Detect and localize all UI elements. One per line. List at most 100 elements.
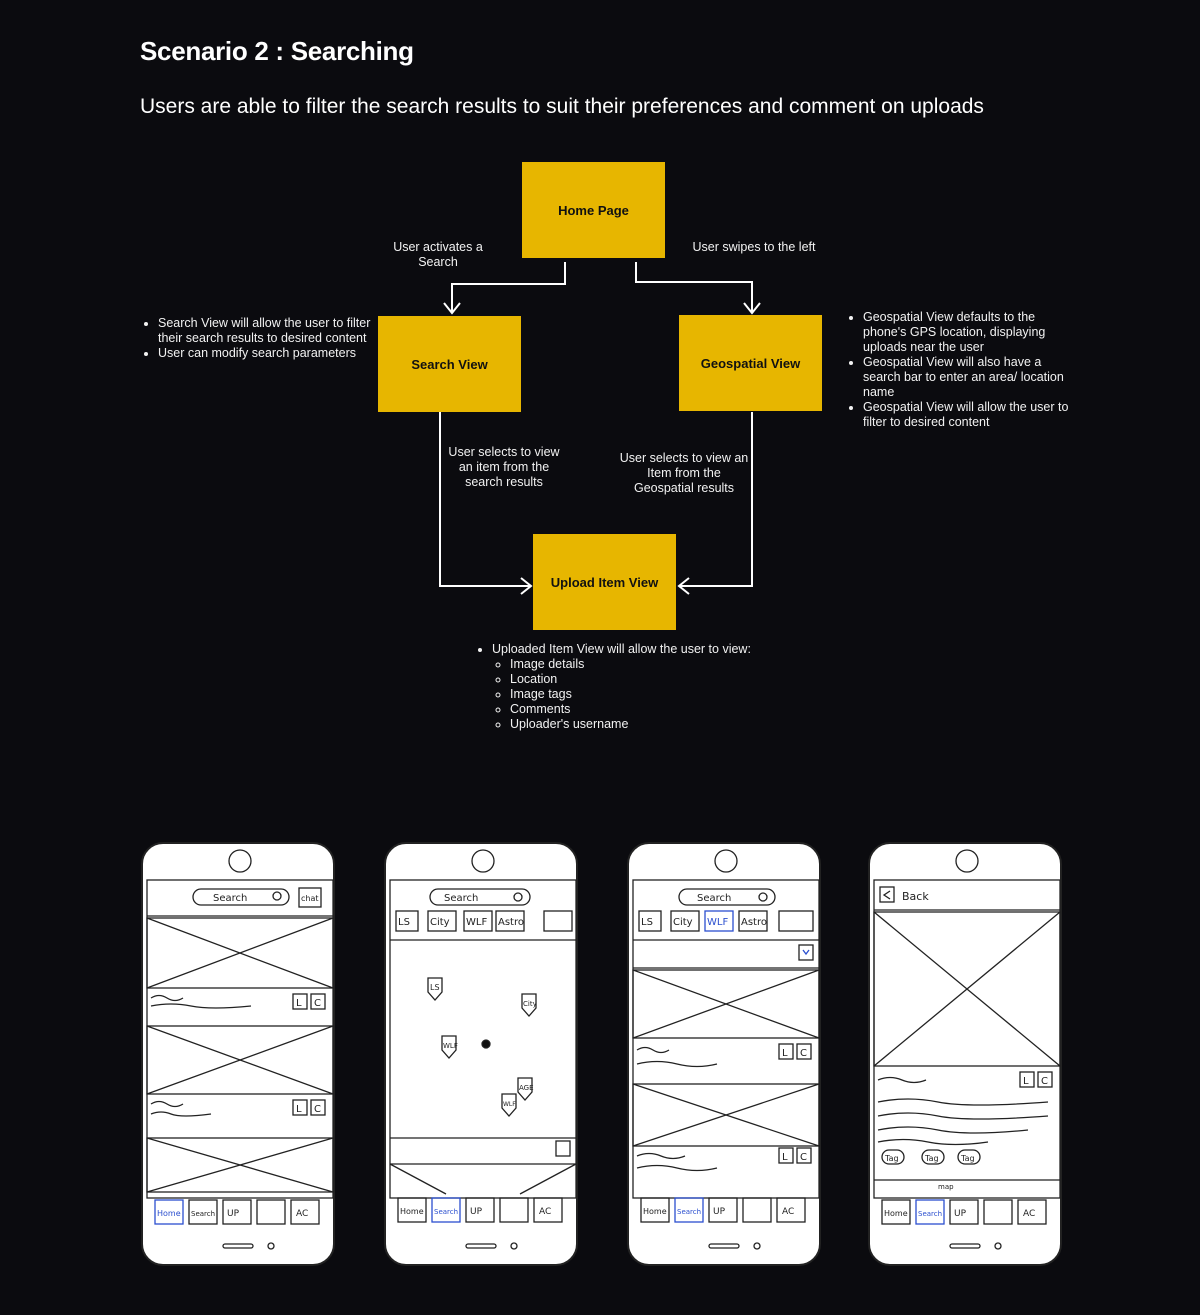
home-indicator (708, 1243, 740, 1249)
camera-icon (714, 849, 738, 873)
edge-home-geo (635, 262, 753, 312)
caption-scribble (150, 994, 184, 1002)
filter-text: LS (641, 917, 653, 928)
arrowhead-upload-left (520, 577, 533, 595)
upload-note-item: Uploader's username (510, 717, 762, 732)
comment-scribble (877, 1112, 1049, 1120)
comment-button (796, 1043, 812, 1060)
nav-upload (708, 1197, 738, 1223)
search-bar (429, 888, 531, 906)
edge-home-search (451, 262, 566, 312)
home-dot (510, 1242, 518, 1250)
filter-chip (543, 910, 573, 932)
filter-chip (738, 910, 768, 932)
arrowhead-search (443, 302, 461, 315)
nav-search (188, 1199, 218, 1225)
upload-view-notes: Uploaded Item View will allow the user t… (474, 642, 762, 732)
image-placeholder (632, 1083, 820, 1147)
map-pin-text: City (523, 1000, 537, 1008)
heart-icon (798, 944, 814, 961)
nav-search-text: Search (191, 1210, 215, 1218)
geo-note: Geospatial View defaults to the phone's … (863, 310, 1078, 355)
nav-search (431, 1197, 461, 1223)
search-view-notes: Search View will allow the user to filte… (140, 316, 378, 361)
like-button (292, 1099, 308, 1116)
upload-item-view-node: Upload Item View (533, 534, 676, 630)
image-placeholder (146, 1025, 334, 1095)
search-view-node: Search View (378, 316, 521, 412)
caption-scribble (877, 1076, 927, 1084)
caption-scribble (150, 1003, 252, 1009)
upload-note-item: Image details (510, 657, 762, 672)
nav-empty (499, 1197, 529, 1223)
geo-note: Geospatial View will also have a search … (863, 355, 1078, 400)
screen-frame (146, 879, 334, 1199)
edge-label-home-search: User activates a Search (393, 240, 483, 269)
nav-home-text: Home (157, 1209, 181, 1218)
caption-scribble (150, 1100, 184, 1108)
search-bar (678, 888, 776, 906)
filter-chip (778, 910, 814, 932)
tag-chip (881, 1149, 905, 1165)
search-text: Search (213, 893, 247, 904)
page-title: Scenario 2 : Searching (140, 36, 414, 66)
nav-empty (742, 1197, 772, 1223)
home-dot (994, 1242, 1002, 1250)
caption-scribble (150, 1111, 212, 1117)
home-dot (753, 1242, 761, 1250)
comment-text: C (314, 1104, 321, 1115)
nav-account (776, 1197, 806, 1223)
tag-text: Tag (960, 1154, 975, 1163)
nav-home (154, 1199, 184, 1225)
nav-home (881, 1199, 911, 1225)
back-text: Back (902, 890, 929, 903)
map-pin-text: WLF (443, 1042, 458, 1050)
like-text: L (782, 1048, 788, 1059)
nav-search-text: Search (434, 1208, 458, 1216)
nav-upload-text: UP (954, 1209, 967, 1219)
comment-text: C (1041, 1076, 1048, 1087)
upload-note-item: Location (510, 672, 762, 687)
caption-scribble (636, 1046, 670, 1054)
nav-upload-text: UP (470, 1207, 483, 1217)
image-placeholder (146, 1137, 334, 1193)
wireframe-upload-item: Back L C Tag Tag Tag map Home Search UP … (868, 842, 1062, 1266)
arrowhead-geo (743, 302, 761, 315)
nav-account (533, 1197, 563, 1223)
caption-scribble (636, 1060, 718, 1068)
back-button (879, 886, 895, 903)
geospatial-view-notes: Geospatial View defaults to the phone's … (845, 310, 1078, 430)
nav-search-text: Search (677, 1208, 701, 1216)
nav-search (915, 1199, 945, 1225)
map-pin-text: LS (430, 983, 440, 992)
image-placeholder (632, 969, 820, 1039)
tag-text: Tag (884, 1154, 899, 1163)
magnifier-icon (758, 892, 768, 902)
wireframe-filtered-search: Search LS City WLF Astro L C L C Home Se (627, 842, 821, 1266)
comment-button (1037, 1071, 1053, 1088)
like-button (778, 1147, 794, 1164)
tag-text: Tag (924, 1154, 939, 1163)
map-pin-text: AGE (519, 1084, 534, 1092)
nav-home (640, 1197, 670, 1223)
filter-chip (670, 910, 700, 932)
filter-text: Astro (741, 917, 767, 928)
collapse-button (555, 1140, 571, 1157)
arrowhead-upload-right (677, 577, 690, 595)
nav-home-text: Home (400, 1207, 424, 1216)
flow-connectors (439, 262, 761, 595)
like-button (778, 1043, 794, 1060)
camera-icon (471, 849, 495, 873)
nav-search-text: Search (918, 1210, 942, 1218)
like-button (1019, 1071, 1035, 1088)
user-location-dot (481, 1039, 491, 1049)
filter-text: LS (398, 917, 410, 928)
nav-empty (256, 1199, 286, 1225)
comment-text: C (800, 1152, 807, 1163)
geospatial-view-node: Geospatial View (679, 315, 822, 411)
nav-account-text: AC (1023, 1209, 1035, 1219)
comment-button (796, 1147, 812, 1164)
home-indicator (949, 1243, 981, 1249)
home-indicator (222, 1243, 254, 1249)
nav-upload (222, 1199, 252, 1225)
